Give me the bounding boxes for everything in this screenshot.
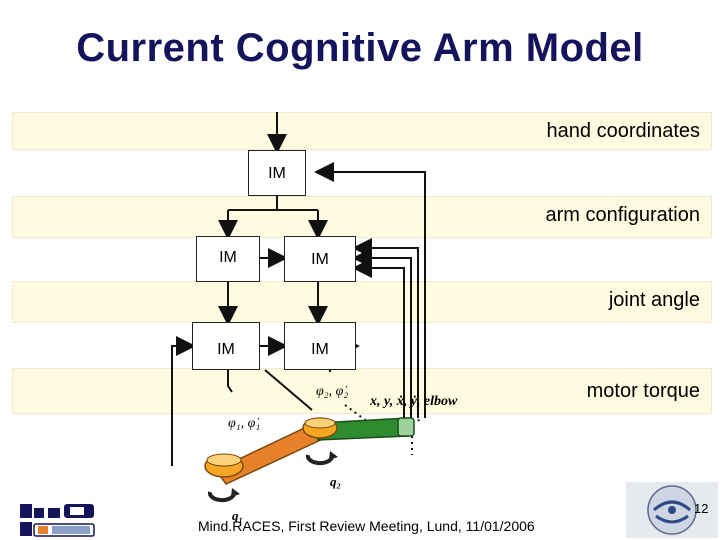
slide-footer: Mind.RACES, First Review Meeting, Lund, … — [198, 518, 535, 534]
level-label-hand-coordinates: hand coordinates — [546, 120, 700, 142]
level-label-motor-torque: motor torque — [586, 380, 700, 402]
im-label: IM — [217, 341, 235, 358]
partner-logo — [626, 482, 718, 538]
band-hand-coordinates — [12, 112, 712, 150]
torque-1-label: q₁ — [232, 508, 244, 523]
distal-angles-label: φ₂, φ̇₂ — [316, 384, 349, 399]
hand-state-label: x, y, ẋ, ẏ, elbow — [370, 394, 458, 409]
slide-title: Current Cognitive Arm Model — [76, 26, 644, 70]
im-label: IM — [268, 165, 286, 182]
im-label: IM — [219, 249, 237, 266]
level-label-arm-configuration: arm configuration — [545, 204, 700, 226]
band-motor-torque — [12, 368, 712, 414]
im-label: IM — [311, 251, 329, 268]
im-module-joint-right: IM — [284, 322, 356, 370]
im-module-hand: IM — [248, 150, 306, 196]
im-module-arm-right: IM — [284, 236, 356, 282]
im-module-joint-left: IM — [192, 322, 260, 370]
page-number: 12 — [694, 501, 709, 516]
level-label-joint-angle: joint angle — [608, 289, 700, 311]
im-label: IM — [311, 341, 329, 358]
band-joint-angle — [12, 281, 712, 323]
torque-2-label: q₂ — [330, 474, 342, 489]
im-module-arm-left: IM — [196, 236, 260, 282]
proximal-angles-label: φ₁, φ̇₁ — [228, 416, 261, 431]
band-arm-configuration — [12, 196, 712, 238]
mind-races-logo — [20, 504, 95, 537]
